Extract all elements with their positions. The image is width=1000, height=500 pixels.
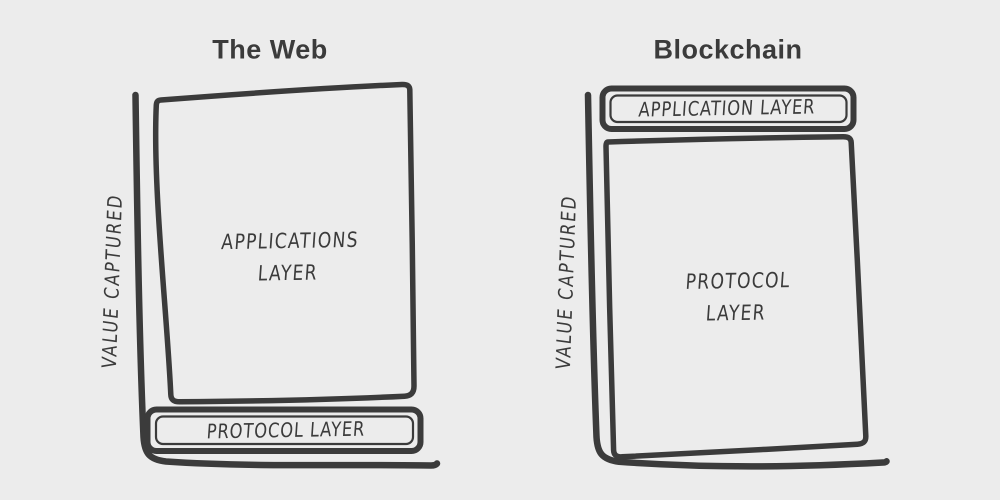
protocol-layer-box-small	[144, 406, 424, 454]
protocol-layer-small-label: PROTOCOL LAYER	[205, 416, 367, 444]
application-layer-small-label: APPLICATION LAYER	[637, 94, 817, 122]
applications-layer-label-line1: APPLICATIONS	[220, 227, 360, 255]
applications-layer-label: APPLICATIONS LAYER	[218, 224, 360, 290]
left-axis-line	[132, 91, 441, 469]
protocol-layer-label-line2: LAYER	[705, 300, 767, 326]
protocol-layer-label: PROTOCOL LAYER	[682, 264, 792, 330]
protocol-layer-box-small-inner-line	[154, 415, 415, 446]
right-axis-line	[584, 91, 890, 470]
protocol-layer-label-line1: PROTOCOL	[684, 268, 792, 294]
applications-layer-box	[152, 81, 417, 405]
application-layer-box-small	[599, 85, 857, 132]
application-layer-box-small-inner-line	[609, 94, 848, 124]
left-panel-title: The Web	[212, 34, 328, 65]
applications-layer-label-line2: LAYER	[257, 260, 319, 286]
protocol-layer-box	[603, 134, 869, 460]
right-panel-title: Blockchain	[653, 34, 803, 65]
